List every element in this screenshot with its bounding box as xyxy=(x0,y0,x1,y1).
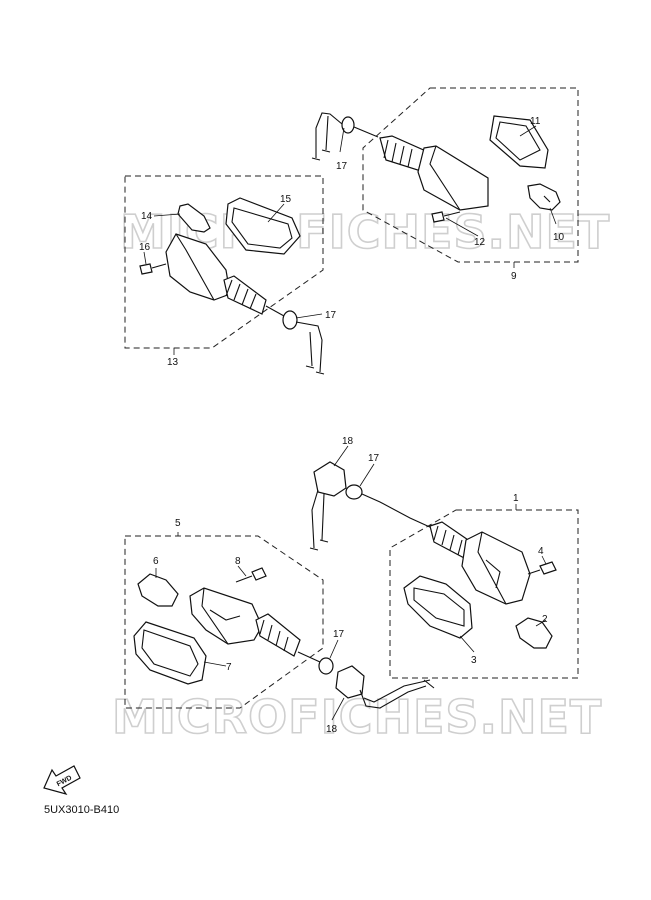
group-outline-13 xyxy=(124,175,324,349)
callout-4: 4 xyxy=(538,546,544,557)
drawing-code: 5UX3010-B410 xyxy=(44,804,120,816)
stem-top-left xyxy=(223,275,267,315)
housing-top-right xyxy=(417,145,489,211)
callout-18-bottom-left: 18 xyxy=(326,724,338,735)
callout-10: 10 xyxy=(553,232,565,243)
grommet-17-top-left xyxy=(282,310,298,330)
group-outline-5 xyxy=(124,535,324,709)
callout-6: 6 xyxy=(153,556,159,567)
screw-12 xyxy=(431,211,445,223)
callout-3: 3 xyxy=(471,655,477,666)
callout-9: 9 xyxy=(511,271,517,282)
callout-8: 8 xyxy=(235,556,241,567)
callout-7: 7 xyxy=(226,662,232,673)
grommet-17-top-right xyxy=(341,116,355,134)
bulb-2 xyxy=(515,617,553,649)
wire-harness-top-left xyxy=(295,321,325,375)
bulb-10 xyxy=(527,183,561,211)
callout-17-bottom-right: 17 xyxy=(368,453,380,464)
housing-bottom-left xyxy=(189,587,263,645)
wire-harness-top-right xyxy=(311,112,343,161)
lens-11 xyxy=(489,115,549,169)
flasher-assembly-1 xyxy=(309,445,579,679)
callout-15: 15 xyxy=(280,194,292,205)
screw-4 xyxy=(539,561,557,575)
group-outline-1 xyxy=(389,509,579,679)
screw-16 xyxy=(139,263,153,275)
fwd-arrow-icon: FWD xyxy=(43,765,81,796)
watermark-bottom: MICROFICHES.NET xyxy=(112,690,602,744)
callout-18-bottom-right: 18 xyxy=(342,436,354,447)
callout-16: 16 xyxy=(139,242,151,253)
wire-harness-bottom-right xyxy=(309,489,329,551)
wire-harness-bottom-left xyxy=(359,679,435,709)
grommet-17-bottom-right xyxy=(345,484,363,500)
callout-17-top-left: 17 xyxy=(325,310,337,321)
callout-12: 12 xyxy=(474,237,486,248)
callout-5: 5 xyxy=(175,518,181,529)
flasher-assembly-9 xyxy=(311,87,579,268)
bulb-14 xyxy=(177,203,211,233)
flasher-assembly-5 xyxy=(124,532,435,721)
grommet-17-bottom-left xyxy=(318,657,334,675)
callout-2: 2 xyxy=(542,614,548,625)
callout-17-top-right: 17 xyxy=(336,161,348,172)
lens-7 xyxy=(133,621,207,685)
callout-1: 1 xyxy=(513,493,519,504)
flasher-assembly-13 xyxy=(124,175,325,375)
callout-14: 14 xyxy=(141,211,153,222)
stem-bottom-left xyxy=(255,613,301,657)
callout-11: 11 xyxy=(530,116,541,127)
lens-3 xyxy=(403,575,473,639)
screw-8 xyxy=(251,567,267,581)
callout-17-bottom-left: 17 xyxy=(333,629,345,640)
group-outline-9 xyxy=(362,87,579,263)
bulb-6 xyxy=(137,573,179,607)
grommet-18-bottom-right xyxy=(313,461,347,497)
callout-13: 13 xyxy=(167,357,179,368)
